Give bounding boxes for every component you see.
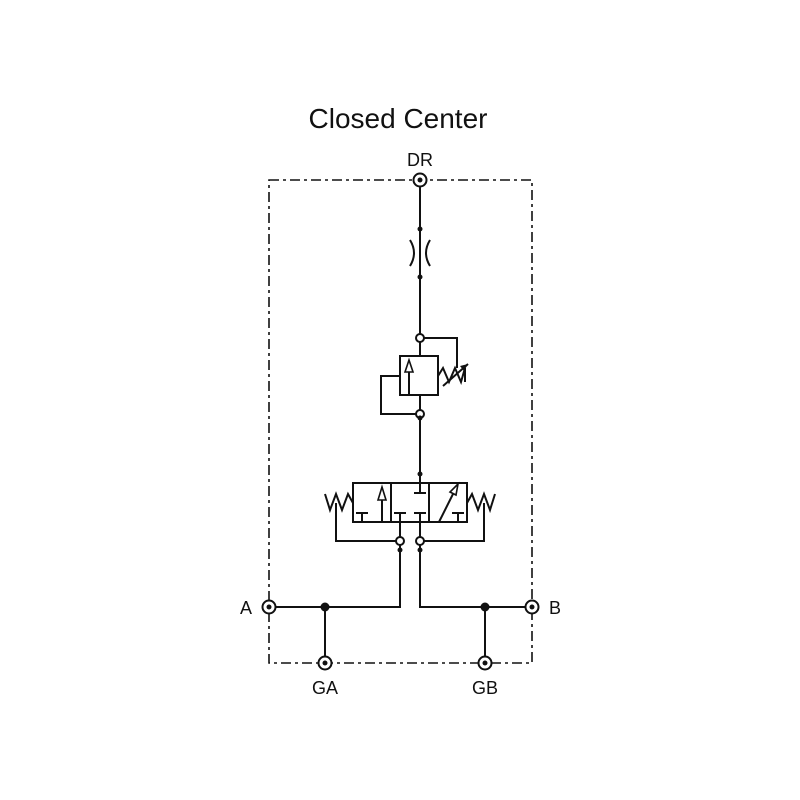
port-label-gb: GB xyxy=(472,678,498,698)
connection-dot xyxy=(417,471,423,477)
port-b xyxy=(524,599,540,615)
relief-valve xyxy=(380,333,469,421)
directional-control-valve xyxy=(324,481,496,553)
port-label-dr: DR xyxy=(407,150,433,170)
port-ga xyxy=(317,655,333,671)
work-line-b xyxy=(419,545,526,608)
port-label-b: B xyxy=(549,598,561,618)
port-a xyxy=(261,599,277,615)
port-label-ga: GA xyxy=(312,678,338,698)
spring-right xyxy=(466,491,496,514)
spring-left xyxy=(324,491,354,514)
work-line-a xyxy=(275,545,401,608)
junction-a xyxy=(320,602,330,612)
port-gb xyxy=(477,655,493,671)
junction-b xyxy=(480,602,490,612)
valve-enclosure-boundary xyxy=(268,179,533,664)
orifice-symbol xyxy=(409,226,431,280)
port-label-a: A xyxy=(240,598,252,618)
port-dr xyxy=(412,172,428,188)
diagram-title: Closed Center xyxy=(309,103,488,134)
